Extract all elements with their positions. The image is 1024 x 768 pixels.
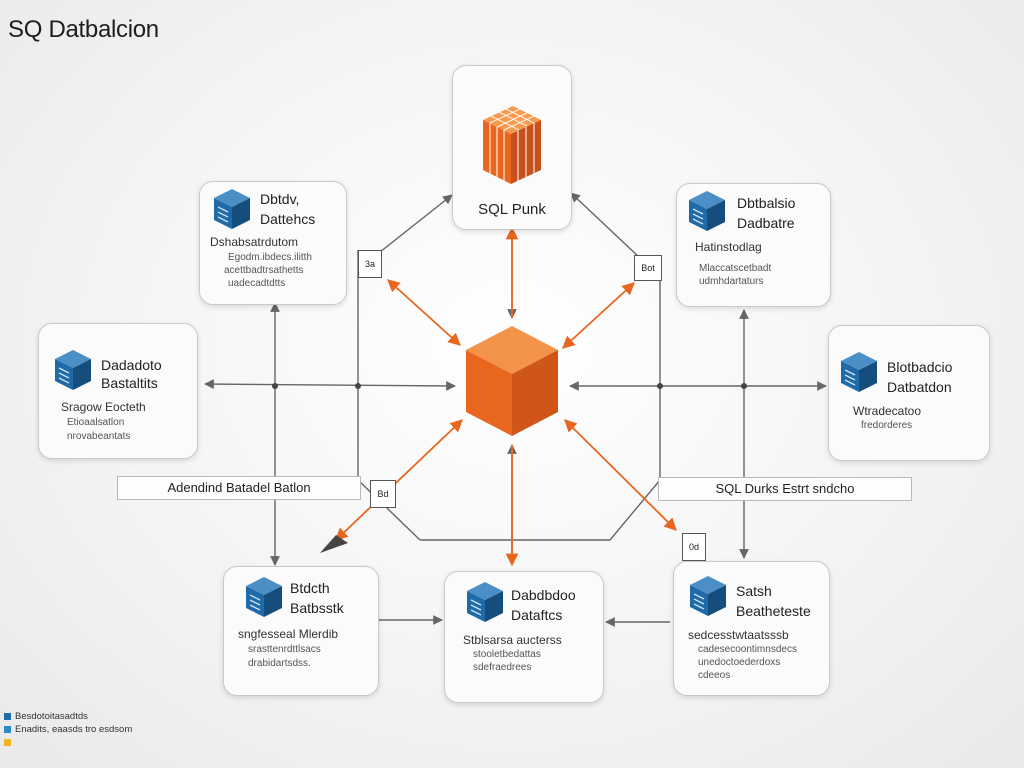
node-line: fredorderes: [861, 420, 913, 431]
node-bullet: Dshabsatrdutom: [210, 235, 299, 249]
stacked-grid-cube-icon: [483, 106, 541, 184]
legend-item: Enadits, eaasds tro esdsom: [4, 724, 132, 737]
node-bullet: Stblsarsa aucterss: [463, 633, 562, 647]
orange-cube-icon: [466, 326, 558, 436]
database-cube-icon: [690, 576, 726, 616]
node-line: drabidartsdss.: [248, 658, 311, 669]
mini-label: Bd: [370, 480, 396, 508]
mini-label: 3a: [358, 250, 382, 278]
db-node-bottom-center[interactable]: Dabdbdoo Dataftcs Stblsarsa aucterss sto…: [444, 571, 604, 703]
node-line: Egodm.ibdecs.ilitth: [228, 252, 312, 263]
node-line: nrovabeantats: [67, 431, 131, 442]
node-subtitle: Dattehcs: [260, 211, 316, 227]
node-bullet: sngfesseal Mlerdib: [238, 627, 339, 641]
node-line: stooletbedattas: [473, 649, 541, 660]
database-cube-icon: [689, 191, 725, 231]
db-node-bottom-right[interactable]: Satsh Beatheteste sedcesstwtaatsssb cade…: [673, 561, 830, 696]
legend-swatch: [4, 712, 11, 720]
node-line: cadesecoontimnsdecs: [698, 644, 797, 655]
tag-left: Adendind Batadel Batlon: [117, 476, 361, 500]
node-title: Dabdbdoo: [511, 587, 576, 603]
db-node-bottom-left[interactable]: Btdcth Batbsstk sngfesseal Mlerdib srast…: [223, 566, 379, 696]
db-node-top-left[interactable]: Dbtdv, Dattehcs Dshabsatrdutom Egodm.ibd…: [199, 181, 347, 305]
central-hub[interactable]: [462, 322, 562, 442]
legend-swatch: [4, 738, 11, 746]
top-node-label: SQL Punk: [478, 201, 546, 218]
node-subtitle: Dataftcs: [511, 607, 563, 623]
legend-item: [4, 737, 132, 750]
node-title: Blotbadcio: [887, 359, 953, 375]
node-subtitle: Bastaltits: [101, 375, 158, 391]
node-bullet: sedcesstwtaatsssb: [688, 628, 789, 642]
node-line: acettbadtrsathetts: [224, 265, 304, 276]
legend-text: Enadits, eaasds tro esdsom: [15, 724, 133, 735]
node-title: Dbtbalsio: [737, 195, 796, 211]
node-line: udmhdartaturs: [699, 276, 764, 287]
node-title: Dadadoto: [101, 357, 162, 373]
legend: Besdotoitasadtds Enadits, eaasds tro esd…: [4, 711, 132, 750]
mini-label: Bot: [634, 255, 662, 281]
junction-dots: [272, 383, 747, 389]
node-bullet: Wtradecatoo: [853, 404, 922, 418]
legend-item: Besdotoitasadtds: [4, 711, 132, 724]
mini-label: 0d: [682, 533, 706, 561]
node-title: Btdcth: [290, 580, 330, 596]
database-cube-icon: [246, 577, 282, 617]
node-bullet: Hatinstodlag: [695, 240, 762, 254]
sql-top-node[interactable]: SQL Punk: [452, 65, 572, 230]
node-subtitle: Beatheteste: [736, 603, 811, 619]
tag-right: SQL Durks Estrt sndcho: [658, 477, 912, 501]
node-bullet: Sragow Eocteth: [61, 400, 146, 414]
database-cube-icon: [214, 189, 250, 229]
database-cube-icon: [841, 352, 877, 392]
legend-text: Besdotoitasadtds: [15, 711, 88, 722]
db-node-mid-left[interactable]: Dadadoto Bastaltits Sragow Eocteth Etioa…: [38, 323, 198, 459]
node-title: Dbtdv,: [260, 191, 300, 207]
node-subtitle: Batbsstk: [290, 600, 344, 616]
node-title: Satsh: [736, 583, 772, 599]
legend-swatch: [4, 725, 11, 733]
node-line: Etioaalsatlon: [67, 417, 125, 428]
node-line: Mlaccatscetbadt: [699, 263, 772, 274]
node-subtitle: Dadbatre: [737, 215, 795, 231]
db-node-mid-right[interactable]: Blotbadcio Datbatdon Wtradecatoo fredord…: [828, 325, 990, 461]
node-line: cdeeos: [698, 670, 731, 681]
node-line: sdefraedrees: [473, 662, 532, 673]
orange-connectors: [335, 226, 677, 567]
node-line: unedoctoederdoxs: [698, 657, 781, 668]
database-cube-icon: [55, 350, 91, 390]
db-node-top-right[interactable]: Dbtbalsio Dadbatre Hatinstodlag Mlaccats…: [676, 183, 831, 307]
page-title: SQ Datbalcion: [8, 16, 159, 43]
database-cube-icon: [467, 582, 503, 622]
node-subtitle: Datbatdon: [887, 379, 952, 395]
node-line: srasttenrdttlsacs: [248, 644, 321, 655]
node-line: uadecadtdtts: [228, 278, 286, 289]
